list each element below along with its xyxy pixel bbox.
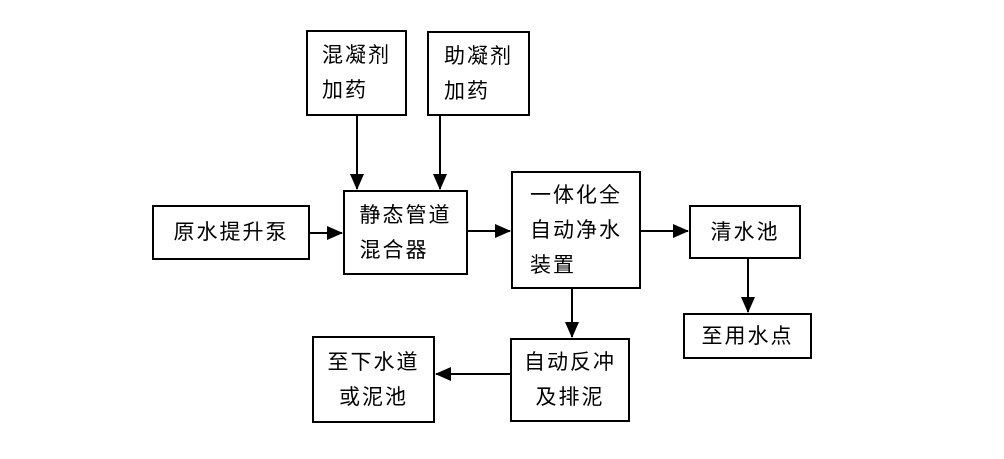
node-sewer-or-mud-pool: 至下水道 或泥池: [312, 336, 435, 423]
node-label-line: 原水提升泵: [173, 220, 289, 244]
node-label-line: 混合器: [359, 237, 429, 262]
node-label-line: 至下水道: [327, 349, 420, 374]
node-static-pipe-mixer: 静态管道 混合器: [343, 190, 468, 275]
node-label-line: 自动反冲: [524, 350, 616, 374]
node-raw-water-pump: 原水提升泵: [152, 205, 310, 260]
node-label-line: 装置: [530, 252, 576, 277]
node-label-line: 至用水点: [701, 323, 794, 348]
node-label-line: 自动净水: [530, 217, 622, 242]
node-label-line: 或泥池: [339, 384, 408, 409]
node-integrated-purifier: 一体化全 自动净水 装置: [511, 171, 641, 289]
node-water-use-point: 至用水点: [683, 313, 812, 359]
node-coagulant-dosing: 混凝剂 加药: [306, 30, 407, 116]
node-label-line: 清水池: [710, 219, 780, 244]
node-auto-backwash-sludge: 自动反冲 及排泥: [510, 338, 630, 422]
node-label-line: 助凝剂: [444, 43, 513, 68]
node-label-line: 加药: [444, 78, 490, 103]
node-label-line: 静态管道: [359, 202, 452, 227]
node-label-line: 加药: [322, 78, 368, 102]
node-label-line: 一体化全: [530, 182, 622, 207]
node-coagulant-aid-dosing: 助凝剂 加药: [427, 31, 530, 116]
node-label-line: 混凝剂: [322, 43, 391, 67]
node-clear-water-tank: 清水池: [689, 205, 801, 259]
node-label-line: 及排泥: [535, 385, 605, 409]
